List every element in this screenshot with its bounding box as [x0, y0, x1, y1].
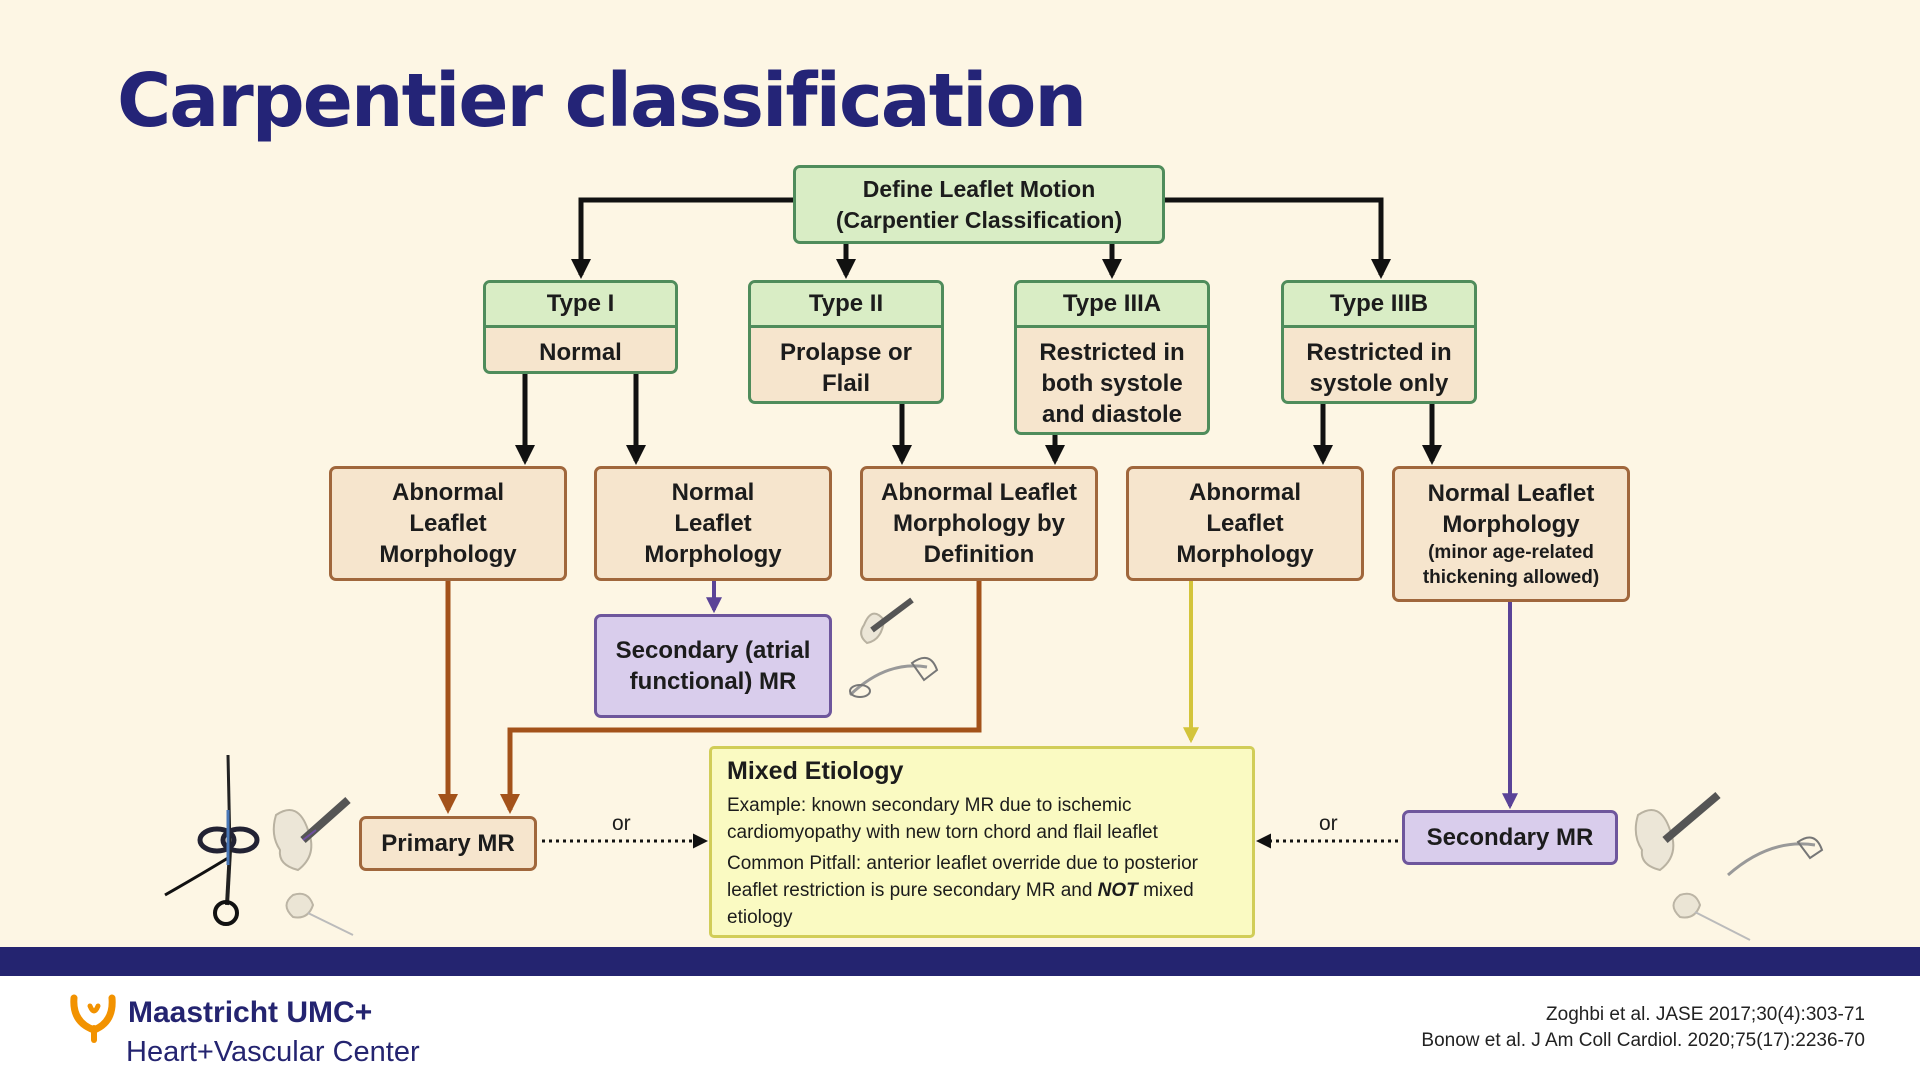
slide-title: Carpentier classification — [117, 58, 1087, 144]
mixed-etiology-box: Mixed Etiology Example: known secondary … — [709, 746, 1255, 938]
mixed-pitfall-post: mixed etiology — [727, 880, 1194, 928]
valve-catheter-ring-icon — [1634, 791, 1824, 941]
morphology-abnormal-1: Abnormal Leaflet Morphology — [329, 466, 567, 581]
type-card-type-2: Type II Prolapse or Flail — [748, 280, 944, 404]
type-card-type-1: Type I Normal — [483, 280, 678, 374]
morphology-text: Normal Leaflet Morphology — [1427, 480, 1595, 538]
reference-2: Bonow et al. J Am Coll Cardiol. 2020;75(… — [1421, 1030, 1865, 1051]
morphology-note: (minor age-related thickening allowed) — [1422, 542, 1600, 588]
umc-logo-icon — [70, 994, 116, 1043]
org-sub: Heart+Vascular Center — [126, 1036, 420, 1068]
morphology-text: Normal Leaflet Morphology — [644, 479, 782, 568]
morphology-text: Abnormal Leaflet Morphology — [379, 479, 517, 568]
root-line2: (Carpentier Classification) — [835, 206, 1123, 233]
secondary-mr-box: Secondary MR — [1402, 810, 1618, 865]
clip-device-icon — [164, 754, 260, 926]
arrow-definition-to-primary — [500, 581, 982, 814]
type-name: Type II — [751, 283, 941, 328]
annuloplasty-ring-icon — [848, 597, 939, 698]
mixed-pitfall-pre: Common Pitfall: anterior leaflet overrid… — [727, 853, 1199, 901]
secondary-atrial-text: Secondary (atrial functional) MR — [615, 637, 811, 695]
arrow-root-to-type1 — [571, 197, 793, 279]
mixed-example: Example: known secondary MR due to ische… — [727, 795, 1158, 843]
morphology-abnormal-2: Abnormal Leaflet Morphology — [1126, 466, 1364, 581]
type-name: Type IIIA — [1017, 283, 1207, 328]
type-desc: Normal — [539, 339, 622, 366]
footer — [0, 976, 1920, 1080]
morphology-text: Abnormal Leaflet Morphology by Definitio… — [880, 479, 1078, 568]
org-name: Maastricht UMC+ — [128, 996, 373, 1029]
morphology-abnormal-by-definition: Abnormal Leaflet Morphology by Definitio… — [860, 466, 1098, 581]
morphology-text: Abnormal Leaflet Morphology — [1176, 479, 1314, 568]
morphology-normal-1: Normal Leaflet Morphology — [594, 466, 832, 581]
type-desc: Restricted in systole only — [1306, 338, 1452, 397]
primary-mr-box: Primary MR — [359, 816, 537, 871]
valve-catheter-icon — [272, 797, 354, 936]
arrow-root-to-type3b — [1165, 197, 1391, 279]
footer-bar — [0, 947, 1920, 976]
mixed-title: Mixed Etiology — [727, 757, 904, 785]
root-line1: Define Leaflet Motion — [862, 175, 1096, 202]
type-card-type-3a: Type IIIA Restricted in both systole and… — [1014, 280, 1210, 435]
morphology-normal-2: Normal Leaflet Morphology (minor age-rel… — [1392, 466, 1630, 602]
root-define-leaflet-motion: Define Leaflet Motion (Carpentier Classi… — [793, 165, 1165, 244]
mixed-pitfall-emph: NOT — [1097, 880, 1138, 901]
mixed-pitfall: Common Pitfall: anterior leaflet overrid… — [727, 850, 1237, 931]
type-name: Type I — [486, 283, 675, 328]
type-card-type-3b: Type IIIB Restricted in systole only — [1281, 280, 1477, 404]
type-name: Type IIIB — [1284, 283, 1474, 328]
type-desc: Prolapse or Flail — [779, 338, 913, 397]
primary-mr-label: Primary MR — [381, 830, 515, 857]
secondary-mr-label: Secondary MR — [1426, 824, 1594, 851]
type-desc: Restricted in both systole and diastole — [1039, 338, 1185, 428]
references: Zoghbi et al. JASE 2017;30(4):303-71 Bon… — [1421, 1002, 1865, 1054]
secondary-atrial-functional-mr: Secondary (atrial functional) MR — [594, 614, 832, 718]
reference-1: Zoghbi et al. JASE 2017;30(4):303-71 — [1546, 1004, 1865, 1025]
or-label-left: or — [612, 812, 631, 835]
or-label-right: or — [1319, 812, 1338, 835]
